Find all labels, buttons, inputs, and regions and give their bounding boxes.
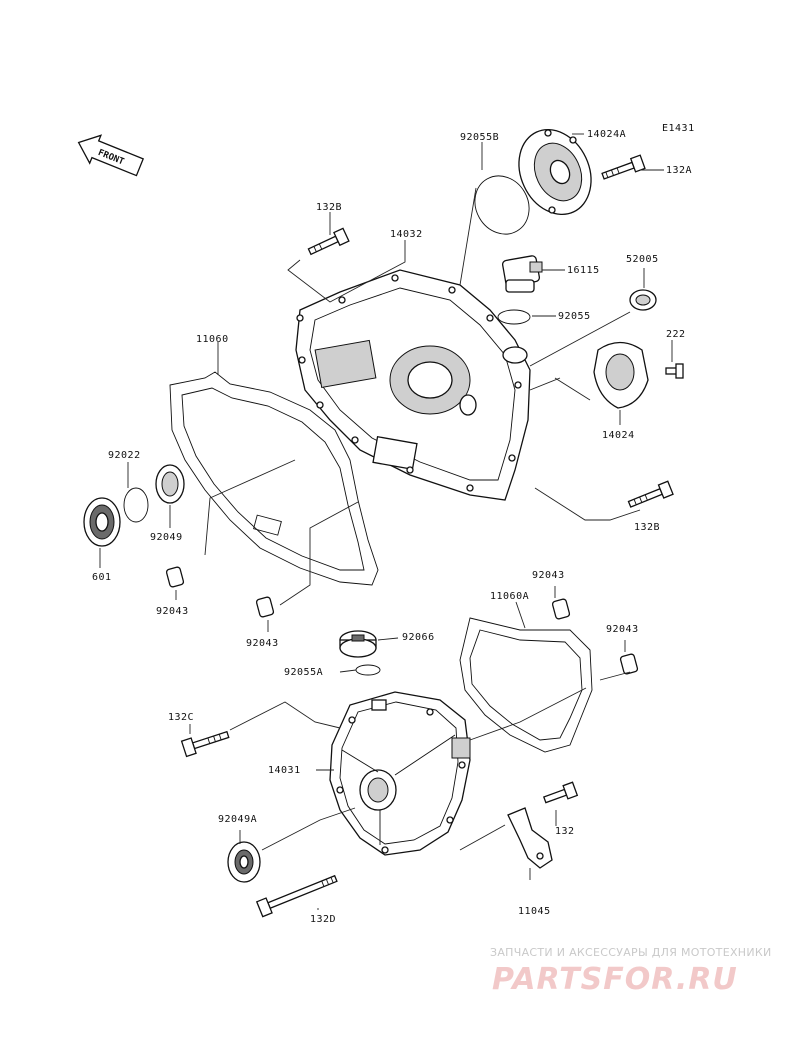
circlip-92022	[123, 487, 149, 523]
label-11060a: 11060A	[490, 591, 529, 602]
dowel-92043-b	[255, 596, 275, 618]
o-ring-92055	[497, 309, 531, 325]
dowel-92043-a	[165, 566, 185, 588]
bolt-132b-top	[307, 227, 350, 256]
bolt-132	[542, 781, 579, 804]
label-14024: 14024	[602, 430, 635, 441]
label-16115: 16115	[567, 265, 600, 276]
bolt-132d	[255, 874, 338, 918]
o-ring-92055b	[474, 175, 530, 235]
label-14024a: 14024A	[587, 129, 626, 140]
label-92055a: 92055A	[284, 667, 323, 678]
label-132a: 132A	[666, 165, 692, 176]
label-14031: 14031	[268, 765, 301, 776]
label-132b-top: 132B	[316, 202, 342, 213]
watermark-logo: PARTSFOR.RU	[492, 962, 738, 997]
bracket-11045	[507, 807, 553, 869]
leader-lines	[99, 133, 673, 910]
seal-52005	[629, 289, 657, 311]
label-92043-a: 92043	[532, 570, 565, 581]
label-92055b: 92055B	[460, 132, 499, 143]
label-92066: 92066	[402, 632, 435, 643]
plug-92066	[339, 630, 377, 658]
crankcase-cover-14032	[295, 269, 531, 501]
seal-92049a	[227, 841, 261, 883]
seal-92049	[155, 464, 185, 504]
cap-16115	[501, 255, 543, 293]
label-132c: 132C	[168, 712, 194, 723]
label-92043-c: 92043	[246, 638, 279, 649]
label-92043-d: 92043	[606, 624, 639, 635]
label-132b-right: 132B	[634, 522, 660, 533]
o-ring-92055a	[355, 664, 381, 676]
gasket-11060a	[459, 617, 593, 753]
label-222: 222	[666, 329, 686, 340]
gasket-11060	[169, 371, 379, 586]
label-11060: 11060	[196, 334, 229, 345]
label-601: 601	[92, 572, 112, 583]
label-92022: 92022	[108, 450, 141, 461]
diagram-code: E1431	[662, 123, 695, 134]
label-132d: 132D	[310, 914, 336, 925]
bolt-222	[665, 363, 684, 379]
label-11045: 11045	[518, 906, 551, 917]
cover-14024a	[518, 128, 592, 216]
label-92055: 92055	[558, 311, 591, 322]
dowel-92043-c	[551, 598, 571, 620]
clutch-cover-14031	[329, 691, 471, 856]
bolt-132a	[601, 154, 646, 180]
label-92049: 92049	[150, 532, 183, 543]
watermark-caption: ЗАПЧАСТИ И АКСЕССУАРЫ ДЛЯ МОТОТЕХНИКИ	[490, 946, 772, 959]
label-92049a: 92049A	[218, 814, 257, 825]
part-labels: 92055B 14024A 132A 132B 14032 16115 5200…	[92, 129, 692, 925]
bearing-601	[83, 497, 121, 547]
label-92043-b: 92043	[156, 606, 189, 617]
label-132: 132	[555, 826, 575, 837]
front-arrow-icon: FRONT	[77, 134, 145, 177]
dowel-92043-d	[619, 653, 639, 675]
label-52005: 52005	[626, 254, 659, 265]
bolt-132b-right	[627, 480, 674, 508]
label-14032: 14032	[390, 229, 423, 240]
bolt-132c	[180, 730, 230, 758]
cover-14024	[593, 341, 649, 409]
